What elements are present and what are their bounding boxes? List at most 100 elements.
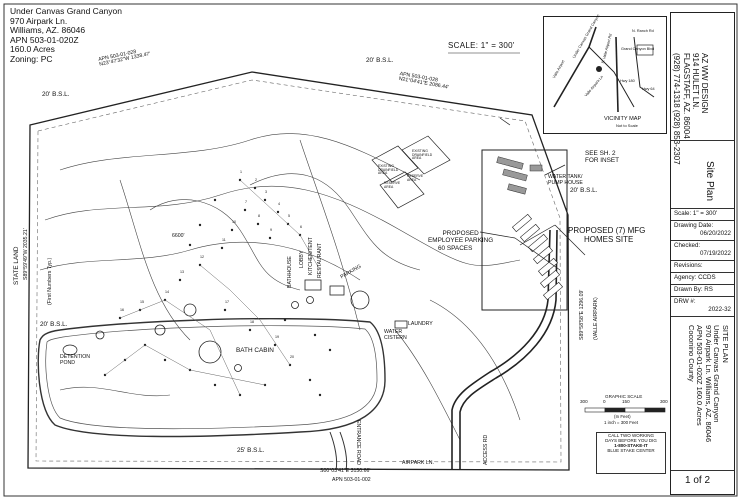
proposed-parking-line1: PROPOSED — [442, 230, 479, 237]
plan-county: Coconino County — [686, 325, 696, 382]
inset-boundary — [481, 149, 568, 311]
restaurant-label: RESTAURANT — [317, 243, 323, 278]
project-address-line1: 970 Airpark Ln. — [10, 15, 68, 26]
reserve-1-label: RESERVE AREA — [384, 181, 401, 189]
lot-number: 5 — [288, 214, 290, 218]
vicinity-label: N. Ranch Rd — [632, 29, 654, 33]
stamp-line4: BLUE STAKE CENTER — [607, 448, 655, 453]
stamp-line1: CALL TWO WORKING — [607, 433, 654, 438]
dist-w-value: 2035.21' — [23, 228, 29, 248]
graphic-scale-ratio: 1 inch = 300 Feet — [604, 420, 639, 425]
lot-number: 7 — [245, 200, 247, 204]
existing-structures — [496, 156, 543, 195]
central-facility — [95, 279, 408, 372]
loop-road — [45, 325, 378, 430]
graphic-scale-unit: (In Feet) — [614, 414, 631, 419]
drawing-date-label: Drawing Date: — [674, 222, 714, 229]
vicinity-label: Hwy 180 — [620, 79, 635, 83]
vicinity-subtitle: Not to Scale — [616, 123, 638, 128]
drainfield-2-label: EXISTING DRAINFIELD AREA — [412, 149, 433, 161]
drawn-by-label: Drawn By: RS — [674, 286, 713, 293]
bearing-s-value: S00°03'41"E — [320, 468, 350, 474]
firm-name: AZ WW DESIGN — [700, 53, 709, 114]
water-tank-line1: WATER TANK/ — [548, 174, 583, 180]
bearing-e-label: S89°58'58"E 1296.09' — [579, 289, 585, 340]
dist-s-value: 3150.66' — [350, 468, 371, 474]
vicinity-label: Hwy 64 — [642, 87, 655, 91]
drainfield-areas — [371, 135, 451, 209]
contour-line — [249, 173, 421, 271]
water-tank-line2: PUMP HOUSE — [548, 179, 583, 186]
proposed-mfg-line2: HOMES SITE — [584, 235, 634, 245]
detention-pond — [62, 344, 78, 356]
lot-number: 18 — [250, 320, 254, 324]
lot-number: 1 — [240, 170, 242, 174]
plan-project: Under Canvas Grand Canyon — [712, 325, 722, 423]
lot-number: 17 — [225, 300, 229, 304]
lot-number: 6 — [300, 225, 302, 229]
lot-number: 15 — [140, 300, 144, 304]
see-sheet-label: SEE SH. 2 FOR INSET — [585, 150, 619, 165]
drawing-date: 06/20/2022 — [700, 230, 731, 237]
firm-block: AZ WW DESIGN 914 HULET LN. FLAGSTAFF, AZ… — [672, 53, 709, 165]
apn-s-label: APN 503-01-002 — [332, 477, 371, 483]
lot-number: 4 — [278, 202, 280, 206]
see-sheet-line1: SEE SH. 2 — [585, 150, 616, 157]
entrance-road-label: ENTRANCE ROAD — [355, 420, 361, 465]
contour-line — [119, 179, 191, 341]
laundry-label: LAUNDRY — [408, 321, 433, 327]
graphic-scale-tick: 300 — [580, 399, 588, 404]
lot-number: 8 — [258, 214, 260, 218]
bathhouse-label: BATHHOUSE — [287, 256, 293, 288]
checked-date: 07/19/2022 — [700, 250, 731, 257]
stamp-line3: 1-800-STAKE-IT — [614, 443, 648, 448]
bsl-left-top-label: 20' B.S.L. — [42, 91, 70, 98]
graphic-scale-bar — [584, 407, 666, 413]
tent-sites — [103, 178, 332, 397]
contour-line — [429, 299, 521, 421]
lot-number: 16 — [120, 308, 124, 312]
plan-info-block: SITE PLAN Under Canvas Grand Canyon 970 … — [686, 325, 730, 443]
mfg-home-cluster — [511, 213, 564, 301]
dist-e-value: 1296.09' — [579, 289, 585, 310]
access-road — [451, 229, 551, 470]
stamp-line2: DAYS BEFORE YOU DIG — [605, 438, 657, 443]
vicinity-map: Under Canvas Grand Canyon Valle Airport … — [543, 14, 667, 134]
callout-lines — [479, 164, 586, 271]
lot-number: 11 — [222, 238, 226, 242]
proposed-parking-label: PROPOSED EMPLOYEE PARKING 60 SPACES — [428, 230, 493, 252]
contour-line — [59, 133, 421, 181]
bsl-left-mid-label: 20' B.S.L. — [40, 321, 68, 328]
state-land-label: STATE LAND — [13, 246, 20, 285]
entrance-road — [339, 431, 348, 471]
bath-cabin-label: BATH CABIN — [236, 347, 274, 354]
sheet-border — [3, 3, 738, 497]
lot-number: 13 — [180, 270, 184, 274]
see-sheet-line2: FOR INSET — [585, 157, 620, 165]
project-header: Under Canvas Grand Canyon 970 Airpark Ln… — [10, 6, 122, 64]
firm-city: FLAGSTAFF, AZ. 86004 — [681, 53, 691, 139]
lot-number: 14 — [165, 290, 169, 294]
bsl-bottom-label: 25' B.S.L. — [237, 447, 265, 454]
bsl-right-label: 20' B.S.L. — [570, 187, 598, 194]
boundary-tick — [499, 117, 511, 126]
bearing-s-label: S00°03'41"E 3150.66' — [320, 468, 371, 474]
contour-line — [299, 139, 361, 331]
plan-apn: APN 503-01-020Z 160.0 Acres — [695, 325, 705, 426]
contour-line — [59, 386, 171, 397]
drw-label: DRW #: — [674, 298, 696, 305]
vicinity-map-roads — [553, 26, 655, 113]
contour-line — [149, 199, 301, 291]
reserve-2-label: RESERVE AREA — [407, 174, 424, 182]
plan-address: 970 Airpark Ln. Williams, AZ. 86046 — [703, 325, 713, 443]
proposed-parking-line2: EMPLOYEE PARKING — [428, 237, 494, 245]
bearing-e-value: S89°58'58"E — [579, 310, 585, 340]
valle-airpark-label: (VALLE AIRPARK) — [593, 297, 599, 340]
project-apn: APN 503-01-020Z — [10, 34, 79, 45]
lot-number: 3 — [265, 190, 267, 194]
contour-line — [44, 185, 521, 266]
project-name: Under Canvas Grand Canyon — [10, 6, 122, 16]
drainfield-1-label: EXISTING DRAINFIELD AREA — [378, 164, 399, 176]
